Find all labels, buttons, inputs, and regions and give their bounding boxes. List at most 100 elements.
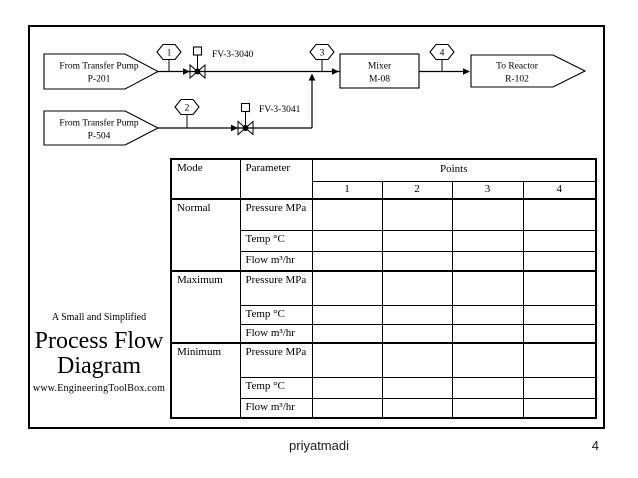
slide-title-line2: Diagram — [57, 353, 141, 379]
data-cell — [451, 376, 524, 399]
slide-title-line1: Process Flow — [34, 328, 164, 354]
data-cell — [381, 304, 453, 325]
data-cell — [451, 397, 524, 419]
data-cell — [451, 229, 524, 252]
valve-body-icon — [237, 120, 247, 136]
control-valve-fv-3-3041: FV-3-3041 — [237, 102, 301, 136]
param-cell: Temp °C — [239, 229, 313, 252]
footer-author: priyatmadi — [289, 438, 349, 453]
caption-tagline: A Small and Simplified — [51, 312, 147, 323]
arrowhead-icon — [332, 68, 339, 75]
data-cell — [311, 376, 383, 399]
hexagon-shape — [309, 43, 335, 61]
caption-block: A Small and Simplified Process Flow Diag… — [24, 312, 174, 394]
pentagon-shape — [43, 53, 160, 90]
hexagon-shape — [429, 43, 455, 61]
data-cell — [522, 342, 597, 378]
parameter-header-cell: Parameter — [239, 158, 313, 200]
mixer-rect — [339, 53, 420, 89]
mixer-tag: M-08 — [369, 75, 390, 85]
point-column-header: 2 — [381, 180, 453, 200]
data-cell — [522, 397, 597, 419]
arrowhead-icon — [183, 68, 190, 75]
source-pentagon-p504: From Transfer Pump P-504 — [43, 110, 160, 146]
data-cell — [522, 323, 597, 344]
valve-ball-icon — [194, 68, 201, 75]
data-cell — [522, 198, 597, 231]
param-cell: Temp °C — [239, 304, 313, 325]
valve1-tag: FV-3-3040 — [212, 50, 254, 60]
data-cell — [311, 250, 383, 272]
website-url: www.EngineeringToolBox.com — [32, 383, 166, 394]
data-cell — [381, 229, 453, 252]
valve-ball-icon — [242, 125, 249, 131]
points-header-cell: Points — [311, 158, 597, 182]
point-column-header: 4 — [522, 180, 597, 200]
data-cell — [522, 250, 597, 272]
mode-header-cell: Mode — [170, 158, 241, 200]
data-cell — [311, 270, 383, 306]
source2-label: From Transfer Pump — [59, 118, 138, 129]
point2-number: 2 — [185, 104, 190, 114]
data-cell — [451, 323, 524, 344]
point-column-header: 3 — [451, 180, 524, 200]
param-cell: Pressure MPa — [239, 270, 313, 306]
dest-tag: R-102 — [505, 75, 529, 85]
data-cell — [311, 198, 383, 231]
valve2-tag: FV-3-3041 — [259, 105, 301, 115]
arrowhead-icon — [231, 124, 238, 132]
param-cell: Temp °C — [239, 376, 313, 399]
valve-actuator-icon — [192, 46, 203, 56]
data-cell — [311, 342, 383, 378]
source1-label: From Transfer Pump — [59, 61, 138, 72]
param-cell: Flow m³/hr — [239, 250, 313, 272]
arrowhead-icon — [463, 68, 470, 75]
data-cell — [451, 198, 524, 231]
param-cell: Pressure MPa — [239, 342, 313, 378]
mixer-box: Mixer M-08 — [339, 53, 420, 89]
valve-body-icon — [244, 120, 254, 136]
source2-tag: P-504 — [88, 132, 111, 142]
mode-cell: Normal — [170, 198, 241, 272]
data-cell — [381, 342, 453, 378]
reactor-pentagon-r102: To Reactor R-102 — [470, 54, 587, 88]
page-number: 4 — [591, 438, 599, 453]
data-cell — [451, 342, 524, 378]
mode-cell: Maximum — [170, 269, 241, 344]
param-cell: Pressure MPa — [239, 198, 313, 231]
data-cell — [451, 304, 524, 325]
points-table: Mode Parameter Points 1 2 3 4 Normal Pre… — [170, 158, 597, 419]
pentagon-shape — [43, 110, 160, 146]
point4-number: 4 — [440, 49, 445, 59]
data-cell — [311, 397, 383, 419]
data-cell — [381, 323, 453, 344]
pentagon-shape — [470, 54, 587, 88]
point-column-header: 1 — [311, 180, 383, 200]
point-hexagon-4: 4 — [429, 43, 455, 72]
data-cell — [381, 198, 453, 231]
point3-number: 3 — [320, 49, 325, 59]
data-cell — [311, 229, 383, 252]
hexagon-shape — [174, 98, 200, 116]
mixer-label: Mixer — [368, 62, 392, 72]
valve-actuator-icon — [240, 102, 251, 113]
data-cell — [522, 270, 597, 306]
point1-number: 1 — [167, 49, 172, 59]
arrowhead-icon — [308, 73, 316, 81]
source-pentagon-p201: From Transfer Pump P-201 — [43, 53, 160, 90]
point-hexagon-1: 1 — [156, 43, 182, 72]
hexagon-shape — [156, 43, 182, 61]
param-cell: Flow m³/hr — [239, 323, 313, 344]
data-cell — [522, 304, 597, 325]
data-cell — [381, 250, 453, 272]
data-cell — [381, 397, 453, 419]
data-cell — [311, 323, 383, 344]
data-cell — [381, 270, 453, 306]
point-hexagon-2: 2 — [174, 98, 200, 128]
data-cell — [522, 229, 597, 252]
source1-tag: P-201 — [88, 75, 111, 85]
mode-cell: Minimum — [170, 342, 241, 419]
data-cell — [451, 270, 524, 306]
